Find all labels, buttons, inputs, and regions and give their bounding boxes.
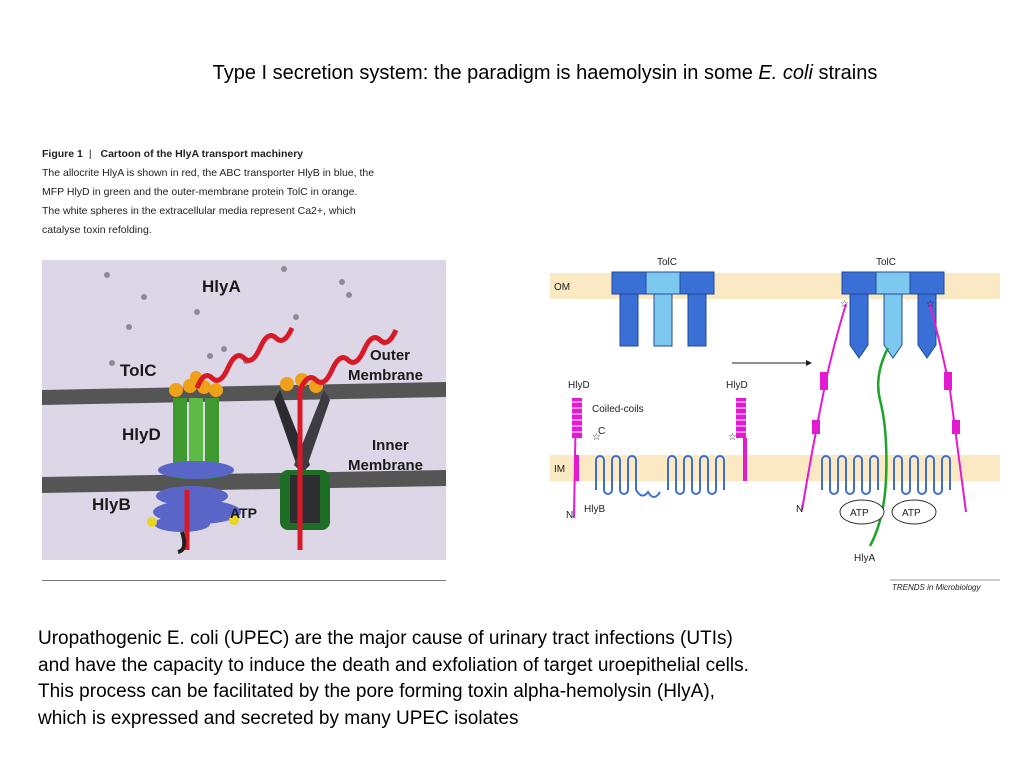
star-marker-right-a: ☆ — [840, 299, 849, 310]
title-italic: E. coli — [758, 62, 813, 84]
transition-arrow — [732, 360, 812, 366]
star-marker-right-b: ☆ — [926, 299, 935, 310]
hlya-red-helix-right — [297, 328, 399, 550]
label-hlyd-left: HlyD — [568, 380, 590, 391]
figure-caption: Figure 1| Cartoon of the HlyA transport … — [42, 145, 446, 240]
hlyb-left-transmembrane — [595, 455, 725, 498]
transporter-complex-right — [274, 390, 330, 530]
caption-line: The white spheres in the extracellular m… — [42, 205, 356, 217]
hlya-red-helix-left — [184, 326, 295, 550]
label-inner-1: Inner — [372, 437, 409, 454]
star-marker-middle: ☆ — [728, 432, 737, 443]
star-marker-left: ☆ — [592, 432, 601, 443]
atp-yellow-spheres — [147, 515, 239, 527]
caption-line: catalyse toxin refolding. — [42, 224, 152, 236]
label-source: TRENDS in Microbiology — [892, 583, 981, 592]
label-tolc-left: TolC — [657, 257, 677, 268]
hlyd-middle — [736, 398, 747, 481]
cartoon-background — [42, 260, 446, 560]
body-line: and have the capacity to induce the deat… — [38, 654, 749, 676]
label-hlya: HlyA — [854, 553, 875, 564]
label-outer-2: Membrane — [348, 367, 423, 384]
caption-line: The allocrite HlyA is shown in red, the … — [42, 167, 375, 179]
hlyb-right-transmembrane — [821, 455, 951, 495]
atp-ovals — [839, 499, 937, 525]
inner-membrane-band — [42, 470, 446, 493]
tolc-hlyd-hlyb-schematic: OM IM TolC TolC ☆ HlyD Coiled-coils C N … — [550, 257, 1000, 592]
caption-line: MFP HlyD in green and the outer-membrane… — [42, 186, 358, 198]
label-hlya: HlyA — [202, 277, 241, 296]
title-prefix: Type I secretion system: the paradigm is… — [212, 62, 753, 84]
figure-divider — [42, 580, 446, 581]
hlya-red-tail — [177, 531, 187, 554]
label-im: IM — [554, 464, 565, 475]
label-coiled-coils: Coiled-coils — [592, 404, 644, 415]
label-c-term: C — [598, 426, 605, 437]
label-om: OM — [554, 282, 570, 293]
hlyd-left — [572, 398, 582, 519]
label-hlyd-right: HlyD — [726, 380, 748, 391]
body-line: Uropathogenic E. coli (UPEC) are the maj… — [38, 628, 733, 649]
label-n-right: N — [796, 504, 803, 515]
slide-title: Type I secretion system: the paradigm is… — [0, 62, 1024, 85]
label-atp-1: ATP — [850, 508, 869, 519]
hlya-transport-cartoon: HlyA TolC HlyD HlyB ATP Outer Membrane I… — [42, 260, 446, 560]
label-hlyd: HlyD — [122, 425, 161, 444]
caption-figure-number: Figure 1 — [42, 148, 83, 160]
body-paragraph: Uropathogenic E. coli (UPEC) are the maj… — [38, 626, 998, 732]
label-hlyb: HlyB — [584, 504, 605, 515]
body-line: which is expressed and secreted by many … — [38, 707, 519, 729]
hlyb-blue-domain — [153, 461, 241, 532]
calcium-spheres — [104, 266, 352, 366]
label-atp: ATP — [230, 505, 257, 521]
label-n-left: N — [566, 510, 573, 521]
figure-1-panel: Figure 1| Cartoon of the HlyA transport … — [42, 145, 446, 585]
label-outer-1: Outer — [370, 347, 410, 364]
label-atp-2: ATP — [902, 508, 921, 519]
label-hlyb: HlyB — [92, 495, 131, 514]
label-tolc: TolC — [120, 361, 157, 380]
inner-membrane — [550, 455, 1000, 481]
label-inner-2: Membrane — [348, 457, 423, 474]
body-line: This process can be facilitated by the p… — [38, 681, 715, 702]
caption-heading: Cartoon of the HlyA transport machinery — [100, 148, 304, 160]
hlyd-right-assembly — [801, 303, 967, 513]
label-tolc-right: TolC — [876, 257, 896, 268]
tolc-closed — [611, 271, 715, 347]
tolc-open — [841, 271, 945, 359]
outer-membrane-band — [42, 382, 446, 405]
title-suffix: strains — [818, 62, 878, 84]
